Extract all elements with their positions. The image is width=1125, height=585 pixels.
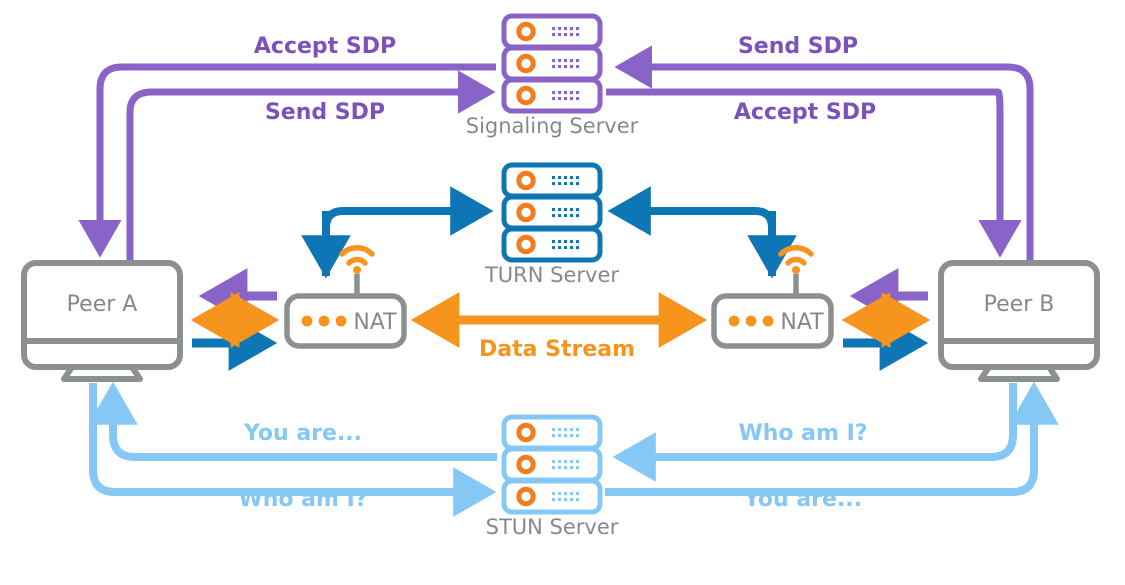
signaling-edges [78,45,1034,262]
stun-server-label: STUN Server [486,515,619,539]
turn-server-label: TURN Server [484,263,619,287]
server-stack-icon [501,162,603,263]
server-stack-icon [501,13,603,114]
edge-who-am-i-from-peer-a [89,383,497,517]
nat-a-label: NAT [353,310,397,335]
label-accept-sdp-right: Accept SDP [734,100,876,125]
edge-nat-a-to-turn [322,186,494,276]
nat-a-status-dots [301,315,347,327]
edge-accept-sdp-to-peer-a [78,63,496,258]
peer-b-label: Peer B [984,292,1055,317]
stun-edges [88,381,1059,517]
nat-b[interactable]: NAT [711,245,834,349]
edge-accept-sdp-to-peer-b [606,88,1022,258]
label-send-sdp-left: Send SDP [265,100,385,125]
edge-send-sdp-from-peer-b [614,45,1034,262]
nat-b-status-dots [728,315,774,327]
wifi-icon [339,245,375,296]
label-accept-sdp-left: Accept SDP [254,34,396,59]
peer-a-label: Peer A [67,292,138,317]
monitor-icon [938,260,1100,382]
edge-who-am-i-from-peer-b [612,383,1017,482]
edge-send-sdp-from-peer-a [126,70,496,262]
label-who-am-i-right: Who am I? [738,421,867,446]
turn-server[interactable]: TURN Server [484,162,619,287]
label-you-are-left: You are... [243,421,362,446]
edge-you-are-to-peer-b [605,381,1059,496]
edge-nat-b-to-turn [607,186,776,276]
nat-a[interactable]: NAT [284,245,407,349]
label-you-are-right: You are... [743,487,862,512]
signaling-server[interactable]: Signaling Server [466,13,639,138]
wifi-icon [778,245,814,296]
monitor-icon [21,260,183,382]
turn-edges [301,186,797,279]
label-send-sdp-right: Send SDP [738,34,858,59]
peer-a[interactable]: Peer A [21,260,183,382]
stun-server[interactable]: STUN Server [486,414,619,539]
nat-b-label: NAT [780,310,824,335]
label-data-stream: Data Stream [479,337,635,362]
server-stack-icon [501,414,603,515]
signaling-server-label: Signaling Server [466,114,639,138]
peer-b[interactable]: Peer B [938,260,1100,382]
label-who-am-i-left: Who am I? [238,487,367,512]
edge-you-are-to-peer-a [88,381,497,461]
